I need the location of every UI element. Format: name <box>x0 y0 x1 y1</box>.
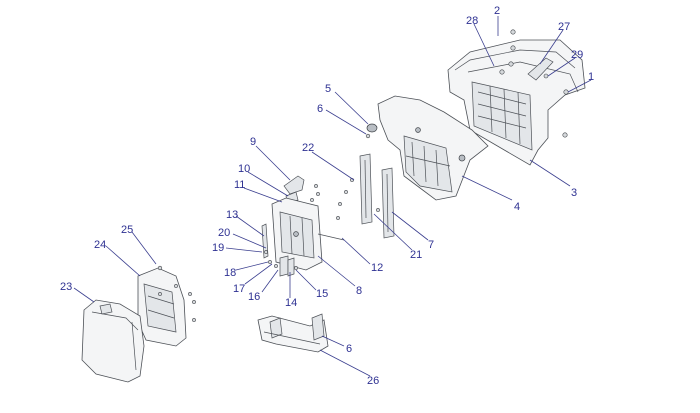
callout-10: 10 <box>238 163 250 175</box>
callout-18: 18 <box>224 267 236 279</box>
part-26-bottom-bracket <box>257 313 329 353</box>
part-22-rail <box>359 153 373 225</box>
callout-7: 7 <box>428 239 434 251</box>
part-25-screws <box>157 265 196 322</box>
callout-11: 11 <box>234 179 245 191</box>
part-7-rail <box>381 167 395 239</box>
callout-labels: 1 2 3 4 5 6 6 7 8 9 10 11 12 13 14 15 16… <box>60 5 594 387</box>
part-24-back-cover <box>137 267 187 347</box>
callout-20: 20 <box>218 227 230 239</box>
callout-6-bottom: 6 <box>346 343 352 355</box>
callout-24: 24 <box>94 239 106 251</box>
callout-3: 3 <box>571 187 577 199</box>
callout-14: 14 <box>285 297 297 309</box>
part-12-rod <box>317 233 345 241</box>
part-23-cushion <box>81 299 145 383</box>
callout-6-top: 6 <box>317 103 323 115</box>
callout-13: 13 <box>226 209 238 221</box>
frame-screws <box>499 29 569 138</box>
callout-22: 22 <box>302 142 314 154</box>
callout-8: 8 <box>356 285 362 297</box>
part-8-bracket-plate <box>271 197 323 271</box>
callout-17: 17 <box>233 283 245 295</box>
callout-2: 2 <box>494 5 500 17</box>
part-6-screw <box>365 133 371 139</box>
callout-27: 27 <box>558 21 570 33</box>
callout-15: 15 <box>316 288 328 300</box>
callout-23: 23 <box>60 281 72 293</box>
callout-29: 29 <box>571 49 583 61</box>
callout-28: 28 <box>466 15 478 27</box>
callout-9: 9 <box>250 136 256 148</box>
part-5-bushing <box>366 123 378 133</box>
callout-26: 26 <box>367 375 379 387</box>
part-main-plate <box>377 95 489 201</box>
small-hardware <box>261 223 298 277</box>
part-rear-frame <box>447 39 586 166</box>
callout-1: 1 <box>588 71 594 83</box>
callout-16: 16 <box>248 291 260 303</box>
leader-lines <box>73 16 592 377</box>
callout-21: 21 <box>410 249 422 261</box>
callout-19: 19 <box>212 242 224 254</box>
part-9-clip <box>283 175 305 195</box>
callout-5: 5 <box>325 83 331 95</box>
callout-12: 12 <box>371 262 383 274</box>
callout-4: 4 <box>514 201 520 213</box>
callout-25: 25 <box>121 224 133 236</box>
